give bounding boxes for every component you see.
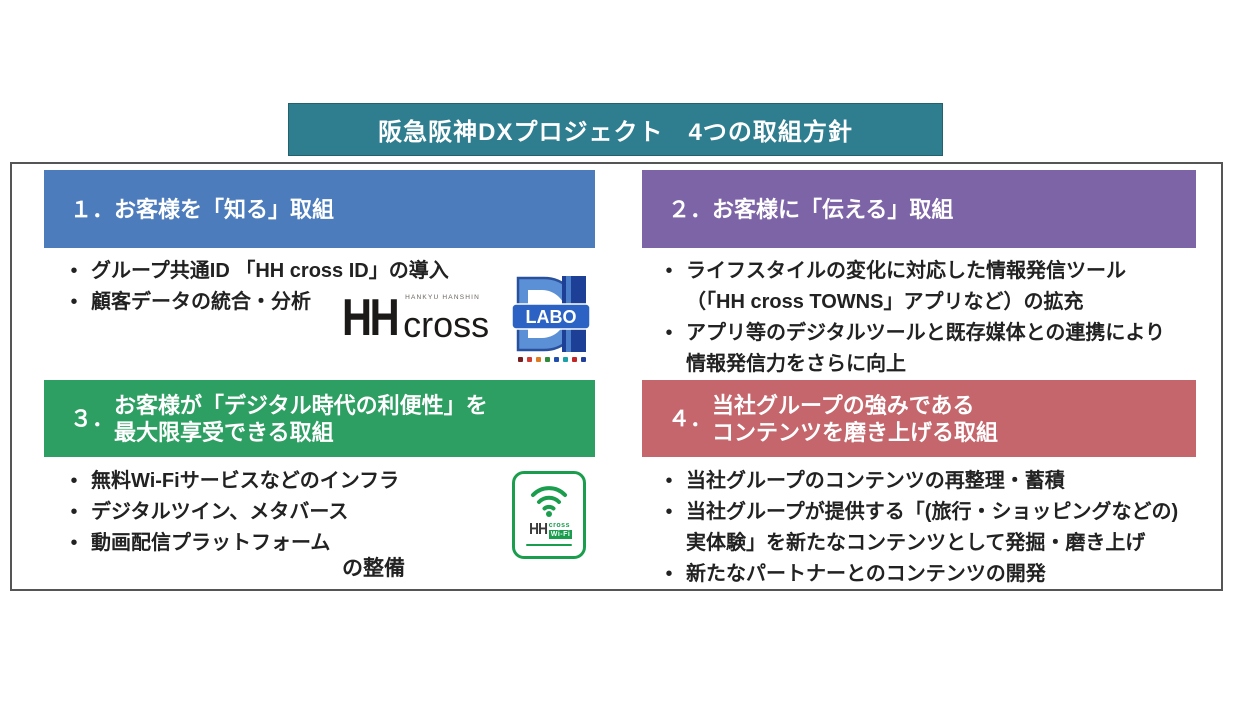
title-bar: 阪急阪神DXプロジェクト 4つの取組方針 — [288, 103, 943, 156]
bullet-icon — [57, 466, 91, 497]
list-item: 顧客データの統合・分析 — [57, 287, 449, 318]
bullet-icon — [652, 256, 686, 287]
hh-cross-logo-hh: HH — [342, 289, 400, 347]
list-item: デジタルツイン、メタバース — [57, 497, 399, 528]
bullet-text: 顧客データの統合・分析 — [91, 291, 311, 313]
section-1-bullets: グループ共通ID 「HH cross ID」の導入 顧客データの統合・分析 — [57, 256, 449, 318]
page-title: 阪急阪神DXプロジェクト 4つの取組方針 — [378, 119, 853, 146]
list-item: 当社グループが提供する「(旅行・ショッピングなどの) 実体験」を新たなコンテンツ… — [652, 497, 1178, 559]
bullet-icon — [652, 318, 686, 349]
section-4-header: ４． 当社グループの強みである コンテンツを磨き上げる取組 — [642, 380, 1196, 457]
section-2-header: ２． お客様に「伝える」取組 — [642, 170, 1196, 248]
list-item: グループ共通ID 「HH cross ID」の導入 — [57, 256, 449, 287]
bullet-text: グループ共通ID 「HH cross ID」の導入 — [91, 260, 449, 282]
hh-cross-wifi-logo: HH cross Wi-Fi — [512, 471, 586, 559]
wifi-icon — [531, 486, 567, 517]
wifi-logo-underline — [526, 544, 572, 546]
list-item: 無料Wi-Fiサービスなどのインフラ — [57, 466, 399, 497]
wifi-logo-hh: HH — [528, 521, 548, 538]
bullet-text: 動画配信プラットフォーム — [91, 532, 331, 554]
list-item: 動画配信プラットフォーム — [57, 528, 399, 559]
bullet-text: ライフスタイルの変化に対応した情報発信ツール （「HH cross TOWNS」… — [686, 260, 1126, 313]
section-2-title: お客様に「伝える」取組 — [712, 196, 954, 222]
bullet-text: 新たなパートナーとのコンテンツの開発 — [686, 563, 1046, 585]
hh-cross-logo-cross: cross — [403, 304, 490, 345]
bullet-text: アプリ等のデジタルツールと既存媒体との連携により 情報発信力をさらに向上 — [686, 322, 1165, 375]
labo-logo-text: LABO — [526, 307, 577, 327]
list-item: ライフスタイルの変化に対応した情報発信ツール （「HH cross TOWNS」… — [652, 256, 1165, 318]
list-item: アプリ等のデジタルツールと既存媒体との連携により 情報発信力をさらに向上 — [652, 318, 1165, 380]
bullet-icon — [652, 466, 686, 497]
section-1-number: １． — [70, 196, 115, 222]
bullet-icon — [57, 497, 91, 528]
section-4-number: ４． — [668, 406, 713, 431]
bullet-text: 無料Wi-Fiサービスなどのインフラ — [91, 470, 400, 492]
hh-cross-logo-tagline: HANKYU HANSHIN — [405, 294, 481, 301]
section-3-bullets: 無料Wi-Fiサービスなどのインフラ デジタルツイン、メタバース 動画配信プラッ… — [57, 466, 399, 559]
bullet-icon — [57, 287, 91, 318]
wifi-logo-cross: cross — [548, 521, 570, 529]
section-3-title: お客様が「デジタル時代の利便性」を 最大限享受できる取組 — [114, 392, 488, 445]
list-item: 当社グループのコンテンツの再整理・蓄積 — [652, 466, 1178, 497]
section-3-header: ３． お客様が「デジタル時代の利便性」を 最大限享受できる取組 — [44, 380, 595, 457]
bullet-icon — [57, 256, 91, 287]
section-3-suffix: の整備 — [342, 557, 405, 580]
section-4-bullets: 当社グループのコンテンツの再整理・蓄積 当社グループが提供する「(旅行・ショッピ… — [652, 466, 1178, 590]
bullet-icon — [652, 559, 686, 590]
list-item: 新たなパートナーとのコンテンツの開発 — [652, 559, 1178, 590]
section-1-title: お客様を「知る」取組 — [114, 196, 335, 222]
labo-logo: LABO — [510, 274, 592, 362]
section-4-title: 当社グループの強みである コンテンツを磨き上げる取組 — [712, 392, 999, 445]
section-3-number: ３． — [70, 406, 115, 431]
labo-color-dots — [518, 357, 586, 362]
section-2-bullets: ライフスタイルの変化に対応した情報発信ツール （「HH cross TOWNS」… — [652, 256, 1165, 380]
content-frame: １． お客様を「知る」取組 グループ共通ID 「HH cross ID」の導入 … — [10, 162, 1223, 591]
wifi-logo-wifi: Wi-Fi — [548, 529, 573, 539]
section-1-header: １． お客様を「知る」取組 — [44, 170, 595, 248]
bullet-text: 当社グループのコンテンツの再整理・蓄積 — [686, 470, 1065, 492]
bullet-icon — [652, 497, 686, 528]
section-2-number: ２． — [668, 196, 713, 222]
bullet-text: 当社グループが提供する「(旅行・ショッピングなどの) 実体験」を新たなコンテンツ… — [686, 501, 1179, 554]
labo-logo-graphic: LABO — [511, 276, 591, 352]
wifi-logo-wordmark: HH cross Wi-Fi — [526, 521, 573, 539]
bullet-icon — [57, 528, 91, 559]
bullet-text: デジタルツイン、メタバース — [91, 501, 349, 523]
hh-cross-logo: HH HANKYU HANSHIN cross — [342, 292, 497, 352]
